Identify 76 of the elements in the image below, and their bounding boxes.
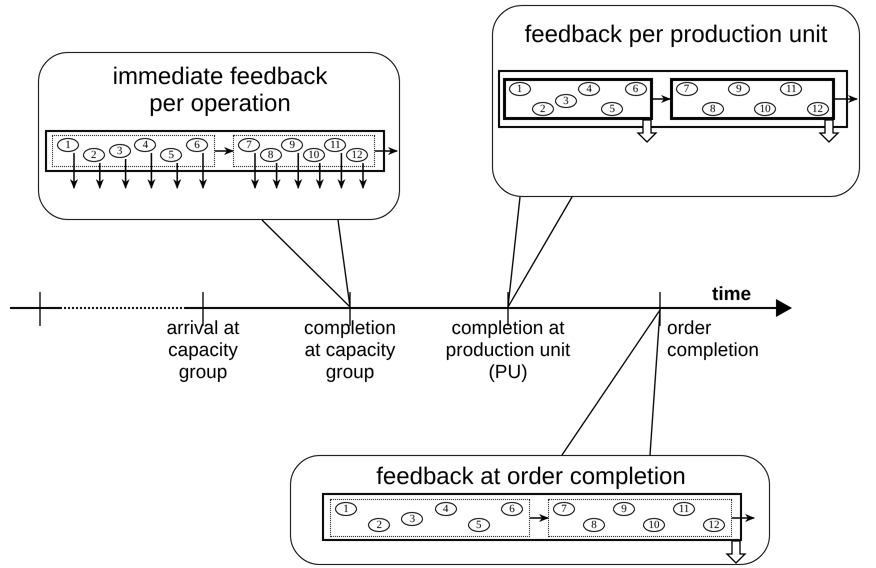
operation-circle: 8 [702, 102, 724, 116]
arrow [215, 147, 234, 155]
sequence-box [44, 130, 384, 172]
operation-circle: 9 [728, 82, 750, 96]
operation-circle: 10 [302, 148, 325, 162]
operation-circle: 7 [553, 502, 575, 516]
axis-label: time [712, 284, 752, 306]
arrow [732, 514, 755, 522]
operation-group [52, 134, 214, 166]
operation-group [232, 134, 374, 166]
operation-group [548, 498, 732, 536]
operation-group [502, 78, 652, 120]
time-point-label: arrival at capacity group [166, 318, 240, 384]
operation-group [330, 498, 530, 536]
arrow [375, 147, 398, 155]
operation-circle: 12 [806, 102, 828, 116]
arrow [653, 95, 671, 103]
operation-circle: 12 [703, 518, 725, 532]
hollow-arrow [818, 119, 840, 143]
hollow-arrow [636, 119, 658, 143]
arrow [199, 153, 207, 189]
hollow-arrow [725, 540, 747, 564]
callout-title: feedback per production unit [524, 21, 828, 48]
operation-circle: 4 [434, 502, 457, 516]
operation-circle: 5 [468, 518, 490, 532]
operation-circle: 1 [508, 82, 530, 96]
operation-circle: 11 [780, 82, 802, 96]
callout-title: immediate feedback per operation [112, 63, 328, 117]
operation-circle: 3 [554, 94, 577, 108]
arrow [835, 95, 858, 103]
arrow [70, 153, 78, 189]
arrow [251, 153, 259, 189]
speech-bubble [38, 52, 400, 220]
operation-circle: 5 [160, 148, 182, 162]
speech-bubble [492, 5, 860, 197]
operation-circle: 3 [401, 512, 424, 526]
arrow [316, 163, 324, 189]
arrow [359, 163, 367, 189]
operation-circle: 11 [324, 138, 346, 152]
arrow [96, 163, 104, 189]
operation-circle: 10 [643, 518, 665, 532]
operation-circle: 2 [368, 518, 390, 532]
arrow [122, 159, 130, 189]
operation-circle: 5 [601, 102, 624, 116]
operation-circle: 4 [134, 138, 156, 152]
operation-circle: 9 [281, 138, 304, 152]
operation-circle: 4 [578, 82, 600, 96]
sequence-box [322, 492, 742, 540]
operation-circle: 11 [673, 502, 695, 516]
sequence-box [498, 70, 848, 128]
arrow [530, 514, 549, 522]
callout-title: feedback at order completion [375, 463, 687, 490]
operation-circle: 1 [57, 138, 79, 152]
arrow [173, 163, 182, 189]
operation-circle: 7 [676, 82, 698, 96]
operation-circle: 10 [754, 102, 776, 116]
time-point-label: order completion [667, 318, 760, 362]
operation-circle: 2 [82, 148, 105, 162]
operation-group [670, 78, 834, 120]
operation-circle: 8 [260, 148, 282, 162]
operation-circle: 9 [613, 502, 635, 516]
operation-circle: 12 [346, 148, 368, 162]
operation-circle: 1 [335, 502, 357, 516]
operation-circle: 7 [238, 138, 260, 152]
time-point-label: completion at capacity group [303, 318, 397, 384]
operation-circle: 6 [501, 502, 523, 516]
operation-circle: 6 [186, 138, 208, 152]
time-point-label: completion at production unit (PU) [444, 318, 572, 384]
arrow [337, 153, 346, 189]
operation-circle: 3 [108, 144, 131, 158]
operation-circle: 6 [624, 82, 646, 96]
operation-circle: 8 [583, 518, 605, 532]
operation-circle: 2 [532, 102, 554, 116]
arrow [272, 163, 281, 189]
arrow [147, 153, 156, 189]
arrow [294, 153, 302, 189]
